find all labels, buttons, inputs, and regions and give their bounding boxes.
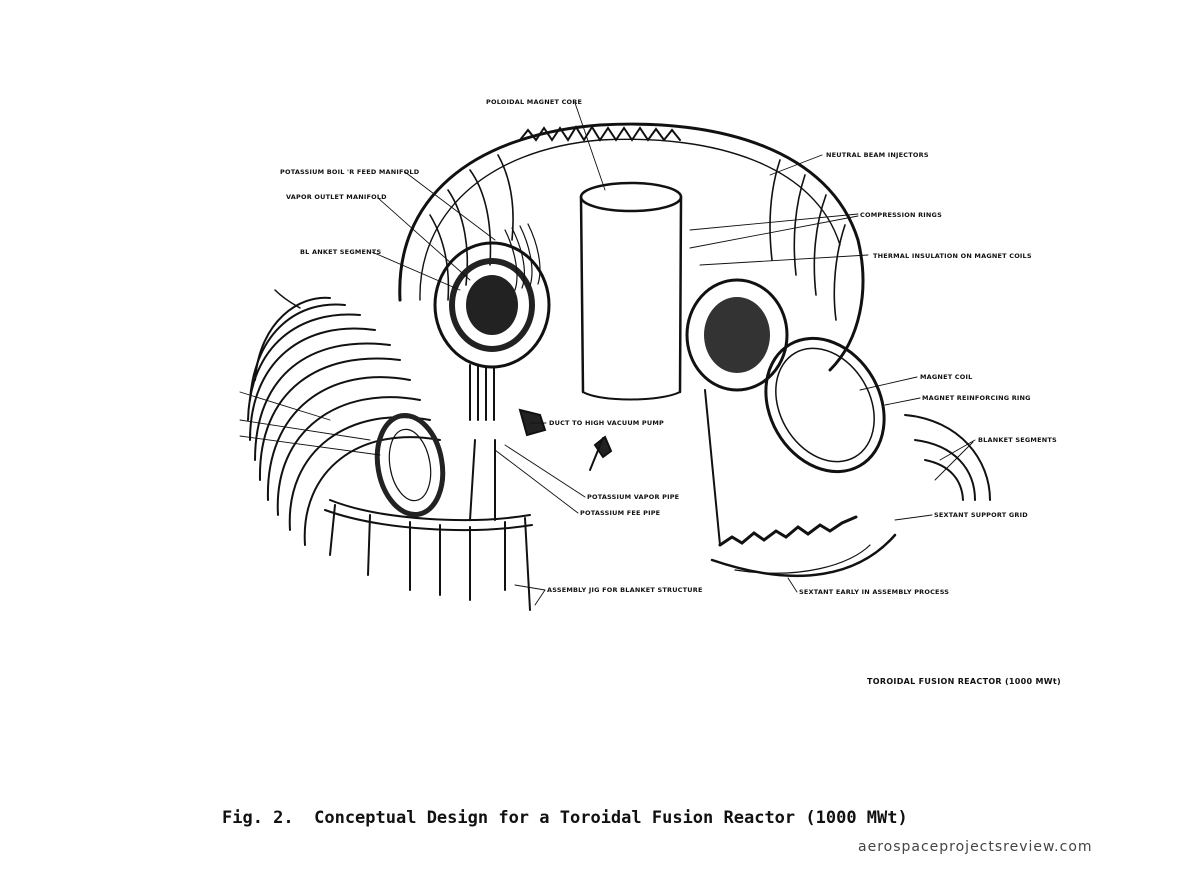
label-poloidal-magnet-core: POLOIDAL MAGNET CORE (486, 98, 583, 106)
vacuum-duct (518, 408, 613, 471)
left-blanket-ring (433, 241, 551, 421)
poloidal-magnet-core (579, 181, 683, 401)
left-sextant-coils (247, 289, 441, 546)
label-sextant-early: SEXTANT EARLY IN ASSEMBLY PROCESS (799, 588, 950, 596)
figure-caption: Fig. 2. Conceptual Design for a Toroidal… (222, 808, 908, 828)
label-compression-rings: COMPRESSION RINGS (860, 211, 942, 219)
watermark: aerospaceprojectsreview.com (858, 839, 1093, 855)
leader-lines (239, 102, 976, 606)
label-blanket-segments-right: BLANKET SEGMENTS (978, 436, 1057, 444)
label-assembly-jig: ASSEMBLY JIG FOR BLANKET STRUCTURE (547, 586, 703, 594)
right-coil-ring (685, 278, 789, 392)
label-magnet-reinforcing-ring: MAGNET REINFORCING RING (922, 394, 1031, 402)
magnet-coil (764, 336, 886, 474)
label-neutral-beam-injectors: NEUTRAL BEAM INJECTORS (826, 151, 929, 159)
label-blanket-segments-left: BL ANKET SEGMENTS (300, 248, 382, 256)
label-vapor-outlet-manifold: VAPOR OUTLET MANIFOLD (286, 193, 387, 201)
drawing-title: TOROIDAL FUSION REACTOR (1000 MWt) (867, 677, 1061, 686)
label-potassium-vapor-pipe: POTASSIUM VAPOR PIPE (587, 493, 680, 501)
label-sextant-support-grid: SEXTANT SUPPORT GRID (934, 511, 1028, 519)
right-sextant (704, 389, 897, 577)
rear-torus (398, 122, 865, 372)
label-potassium-feed-pipe: POTASSIUM FEE PIPE (580, 509, 661, 517)
manifold-pipes (504, 223, 541, 291)
lower-left-blanket-ring (374, 412, 446, 518)
label-magnet-coil: MAGNET COIL (920, 373, 973, 381)
label-duct-to-vacuum-pump: DUCT TO HIGH VACUUM PUMP (549, 419, 665, 427)
label-potassium-boiler-feed-manifold: POTASSIUM BOIL 'R FEED MANIFOLD (280, 168, 420, 176)
label-thermal-insulation: THERMAL INSULATION ON MAGNET COILS (873, 252, 1032, 260)
right-blanket-arcs (904, 414, 991, 501)
assembly-jig (324, 439, 533, 611)
